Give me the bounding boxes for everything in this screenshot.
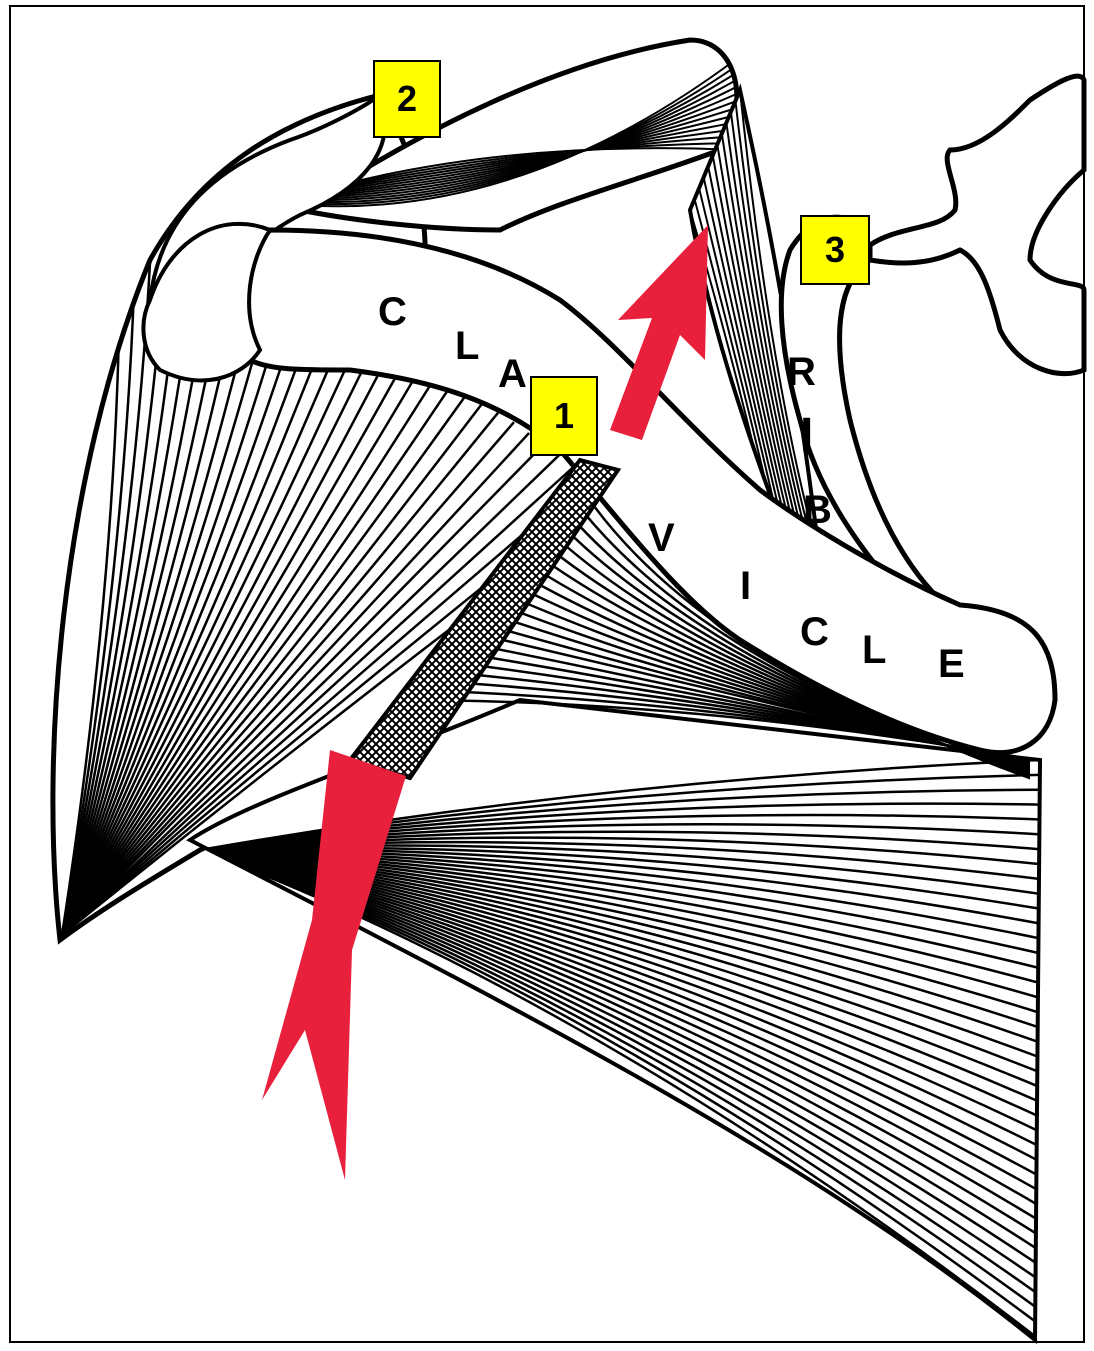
marker-3: 3 [800,215,870,285]
clavicle-letter: A [498,354,527,394]
clavicle-letter: I [740,566,751,606]
rib-letter: B [803,490,832,530]
clavicle-letter: L [455,326,479,366]
clavicle-letter: E [938,644,965,684]
rib-letter: I [800,412,813,460]
rib-letter: R [787,352,816,392]
marker-2: 2 [373,60,441,138]
figure-frame [9,5,1085,1343]
marker-1: 1 [530,376,598,456]
clavicle-letter: V [648,518,675,558]
clavicle-letter: C [378,292,407,332]
clavicle-letter: C [800,612,829,652]
clavicle-letter: L [862,630,886,670]
